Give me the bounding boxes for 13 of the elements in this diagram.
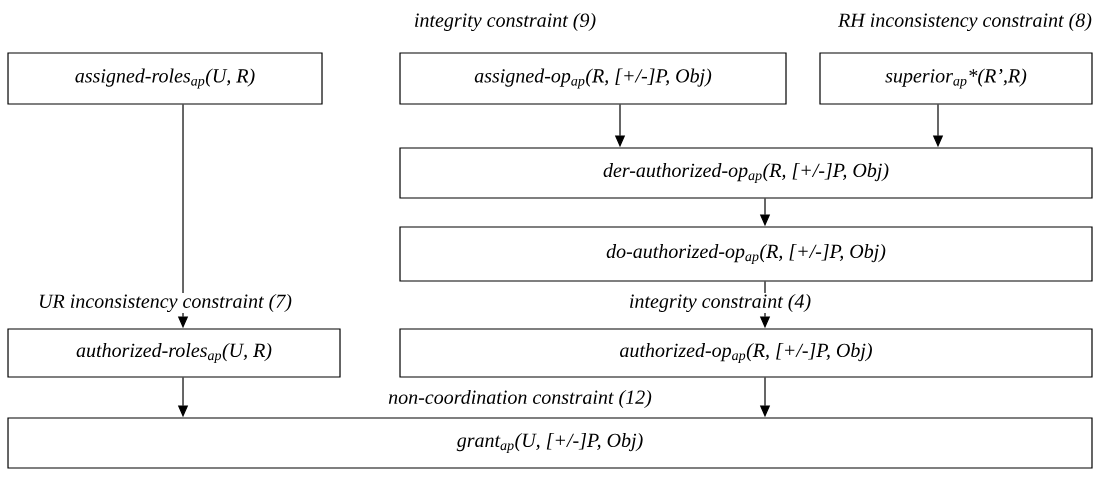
process-box: authorized-op$_{ap}$(R, [+/-]P, Obj) bbox=[399, 328, 1093, 378]
constraint-label: integrity constraint (4) bbox=[627, 292, 813, 314]
process-box: der-authorized-op$_{ap}$(R, [+/-]P, Obj) bbox=[399, 147, 1093, 199]
process-box: superior$_{ap}$*(R’,R) bbox=[819, 52, 1093, 105]
constraint-label: RH inconsistency constraint (8) bbox=[837, 11, 1093, 33]
process-box: assigned-op$_{ap}$(R, [+/-]P, Obj) bbox=[399, 52, 787, 105]
process-box: do-authorized-op$_{ap}$(R, [+/-]P, Obj) bbox=[399, 226, 1093, 282]
constraint-label: non-coordination constraint (12) bbox=[387, 388, 653, 410]
constraint-label: integrity constraint (9) bbox=[412, 11, 598, 33]
process-box: assigned-roles$_{ap}$(U, R) bbox=[7, 52, 323, 105]
process-box: authorized-roles$_{ap}$(U, R) bbox=[7, 328, 341, 378]
process-box: grant$_{ap}$(U, [+/-]P, Obj) bbox=[7, 417, 1093, 469]
constraint-label: UR inconsistency constraint (7) bbox=[37, 292, 293, 314]
